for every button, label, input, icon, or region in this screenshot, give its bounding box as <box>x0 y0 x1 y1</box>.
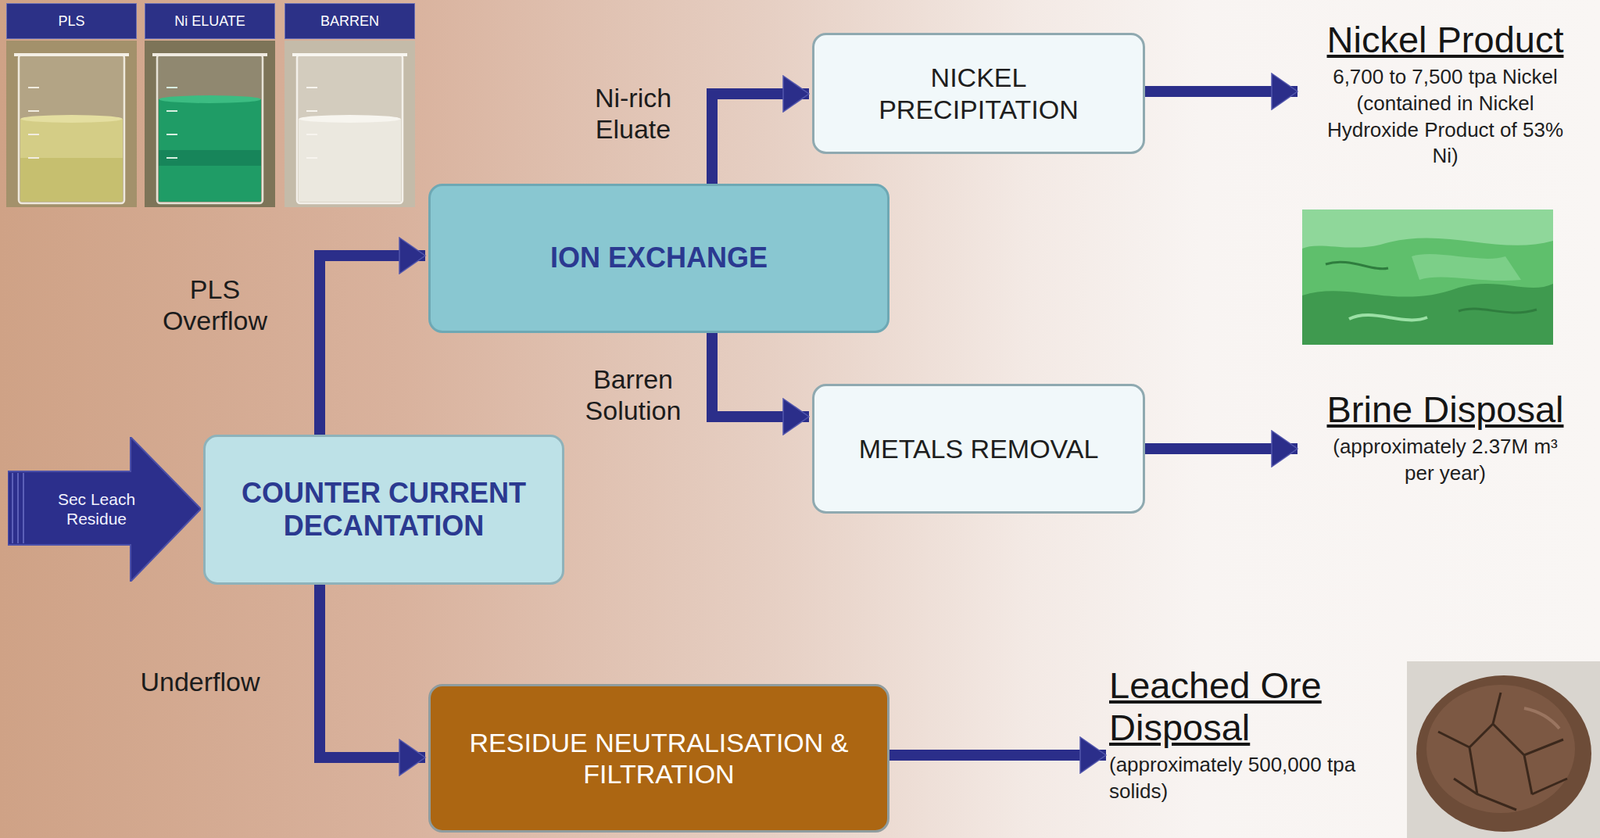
sample-caption: Ni ELUATE <box>174 13 246 30</box>
residue-photo-part <box>1406 661 1600 838</box>
beaker-photo-part <box>144 40 276 208</box>
process-box: METALS REMOVAL <box>812 383 1146 514</box>
flow-arrow <box>1145 85 1298 97</box>
flow-label: Ni-rich Eluate <box>570 82 696 145</box>
output-text: Brine Disposal(approximately 2.37M m³ pe… <box>1300 388 1590 487</box>
sample-label: Ni ELUATE <box>144 3 276 40</box>
residue-photo-part <box>1416 675 1592 832</box>
feed-arrow: Sec Leach Residue <box>7 436 201 582</box>
beaker-photo-part <box>28 87 40 158</box>
beaker-photo-part <box>166 87 178 158</box>
output-detail: (approximately 2.37M m³ per year) <box>1320 433 1571 487</box>
beaker-photo-part <box>299 114 401 123</box>
process-label: COUNTER CURRENT DECANTATION <box>229 476 539 544</box>
beaker-photo-part <box>292 53 408 57</box>
output-heading: Brine Disposal <box>1326 388 1564 431</box>
sample-label: PLS <box>6 3 137 40</box>
beaker-photo-part <box>152 53 268 57</box>
beaker-photo <box>6 40 137 208</box>
product-photo-part <box>1302 283 1554 345</box>
flow-arrow <box>889 749 1107 761</box>
beaker-photo-part <box>159 95 262 104</box>
process-label: ION EXCHANGE <box>550 241 768 275</box>
output-heading: Leached Ore Disposal <box>1109 664 1368 749</box>
residue-photo-part <box>1438 692 1568 810</box>
beaker-photo-part <box>284 40 416 208</box>
product-photo <box>1302 209 1554 345</box>
beaker-photo-part <box>14 53 129 57</box>
output-detail: (approximately 500,000 tpa solids) <box>1109 751 1371 806</box>
output-detail: 6,700 to 7,500 tpa Nickel (contained in … <box>1326 64 1565 170</box>
beaker-photo-part <box>6 40 137 208</box>
sample-caption: BARREN <box>320 13 380 30</box>
beaker-photo-part <box>18 54 125 204</box>
product-photo-part <box>1411 254 1522 281</box>
beaker-photo-part <box>157 54 263 204</box>
process-box: NICKEL PRECIPITATION <box>812 32 1146 154</box>
feed-label: Sec Leach Residue <box>50 490 144 528</box>
beaker-photo <box>284 40 416 208</box>
process-label: METALS REMOVAL <box>859 433 1099 465</box>
flow-arrow <box>712 332 809 417</box>
sample-caption: PLS <box>57 13 85 30</box>
sample-label: BARREN <box>284 3 416 40</box>
output-heading: Nickel Product <box>1327 18 1565 61</box>
process-label: RESIDUE NEUTRALISATION & FILTRATION <box>463 726 855 790</box>
beaker-photo-part <box>298 118 401 202</box>
beaker-photo-part <box>20 118 123 202</box>
beaker-photo-part <box>21 114 123 123</box>
beaker-photo-part <box>297 54 403 204</box>
flow-arrow <box>319 584 426 758</box>
arrow-stripes <box>12 472 24 544</box>
residue-photo <box>1406 661 1600 838</box>
residue-photo-part <box>1524 708 1560 729</box>
residue-photo-part <box>1426 684 1575 813</box>
process-label: NICKEL PRECIPITATION <box>837 61 1120 125</box>
beaker-photo-part <box>158 99 262 202</box>
arrow-body <box>7 436 201 582</box>
process-box: ION EXCHANGE <box>428 183 890 333</box>
product-photo-part <box>1302 209 1554 345</box>
flow-label: PLS Overflow <box>148 273 282 337</box>
product-photo-part <box>1325 261 1537 313</box>
beaker-photo-part <box>20 157 123 202</box>
process-box: COUNTER CURRENT DECANTATION <box>203 434 565 585</box>
product-photo-part <box>1302 209 1554 249</box>
output-text: Leached Ore Disposal(approximately 500,0… <box>1109 664 1400 806</box>
beaker-photo <box>144 40 276 208</box>
flow-arrow <box>319 255 426 435</box>
process-box: RESIDUE NEUTRALISATION & FILTRATION <box>428 683 890 833</box>
flow-label: Barren Solution <box>570 363 696 426</box>
arrow-shape <box>7 436 201 582</box>
flow-arrow <box>712 93 809 184</box>
beaker-photo-part <box>306 87 318 158</box>
product-photo-part <box>1349 314 1428 320</box>
output-text: Nickel Product6,700 to 7,500 tpa Nickel … <box>1300 18 1590 170</box>
flow-label: Underflow <box>139 665 260 698</box>
flow-arrow <box>1145 443 1298 455</box>
